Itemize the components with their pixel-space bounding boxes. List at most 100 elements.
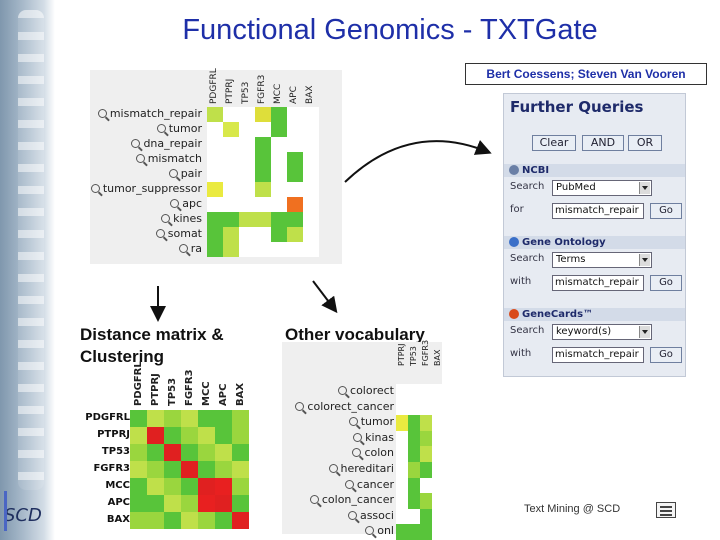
heatmap-cell: [396, 462, 408, 478]
search-icon[interactable]: [309, 495, 319, 505]
heatmap-cell: [303, 227, 319, 242]
heatmap-cell: [396, 508, 408, 525]
heatmap-cell: [255, 122, 271, 137]
heatmap-cell: [408, 462, 420, 478]
heatmap-cell: [303, 182, 319, 197]
search-icon[interactable]: [168, 169, 178, 178]
search-icon[interactable]: [348, 417, 358, 427]
chevron-down-icon[interactable]: [639, 326, 650, 338]
search-icon[interactable]: [170, 199, 180, 208]
search-icon[interactable]: [90, 184, 100, 193]
row-label-text: associ: [359, 508, 394, 522]
section-header: NCBI: [504, 164, 685, 177]
search-icon[interactable]: [156, 124, 166, 133]
matrix-cell: [181, 512, 198, 529]
search-icon[interactable]: [161, 214, 171, 223]
row-label[interactable]: dna_repair: [131, 137, 202, 150]
query-clear-button[interactable]: Clear: [532, 135, 576, 151]
row-label[interactable]: apc: [170, 197, 202, 210]
search-icon[interactable]: [353, 432, 363, 442]
query-and-button[interactable]: AND: [582, 135, 624, 151]
row-label[interactable]: onl: [365, 524, 394, 537]
heatmap-cell: [432, 462, 444, 478]
matrix-cell: [215, 410, 232, 427]
heatmap-cell: [408, 524, 420, 540]
heatmap-cell: [303, 107, 319, 122]
row-label[interactable]: somat: [155, 227, 202, 240]
query-input[interactable]: mismatch_repair: [552, 347, 644, 363]
row-label[interactable]: tumor: [348, 415, 394, 428]
search-icon[interactable]: [155, 229, 165, 238]
matrix-cell: [130, 512, 147, 529]
heatmap-cell: [287, 182, 303, 197]
search-select[interactable]: keyword(s): [552, 324, 652, 340]
heatmap-cell: [420, 415, 432, 431]
row-label-text: tumor_suppressor: [102, 182, 202, 195]
search-icon[interactable]: [338, 386, 348, 395]
heatmap-cell: [239, 137, 255, 152]
search-icon[interactable]: [135, 154, 145, 163]
search-icon[interactable]: [328, 464, 338, 473]
row-label[interactable]: cancer: [344, 478, 394, 491]
column-label: FGFR3: [421, 339, 430, 366]
row-label[interactable]: colorect_cancer: [295, 400, 394, 413]
heatmap-cell: [396, 399, 408, 416]
row-label[interactable]: hereditari: [328, 462, 394, 475]
row-label[interactable]: associ: [347, 508, 394, 522]
row-label-text: onl: [377, 524, 394, 538]
matrix-cell: [232, 478, 249, 495]
row-label[interactable]: kines: [161, 212, 202, 225]
heatmap-cell: [408, 399, 420, 416]
row-label[interactable]: tumor: [156, 122, 202, 135]
go-button[interactable]: Go: [650, 275, 682, 291]
search-icon[interactable]: [178, 244, 188, 253]
further-queries-title: Further Queries: [510, 98, 644, 116]
heatmap-cell: [420, 446, 432, 462]
heatmap-cell: [207, 212, 223, 227]
search-icon[interactable]: [131, 139, 141, 148]
go-button[interactable]: Go: [650, 347, 682, 363]
search-select[interactable]: Terms: [552, 252, 652, 268]
query-or-button[interactable]: OR: [628, 135, 662, 151]
heatmap-cell: [239, 122, 255, 137]
row-label[interactable]: pair: [168, 167, 202, 180]
query-input[interactable]: mismatch_repair: [552, 203, 644, 219]
matrix-cell: [198, 410, 215, 427]
search-icon[interactable]: [365, 526, 375, 536]
source-icon: [509, 309, 519, 319]
go-button[interactable]: Go: [650, 203, 682, 219]
row-label[interactable]: tumor_suppressor: [90, 182, 202, 195]
row-label[interactable]: colon_cancer: [309, 493, 394, 506]
row-label[interactable]: ra: [178, 242, 202, 255]
row-label[interactable]: mismatch: [135, 152, 202, 165]
search-icon[interactable]: [295, 401, 305, 411]
heatmap-cell: [432, 430, 444, 447]
search-icon[interactable]: [97, 109, 107, 118]
matrix-cell: [232, 495, 249, 512]
row-label[interactable]: colorect: [338, 384, 394, 397]
query-input[interactable]: mismatch_repair: [552, 275, 644, 291]
search-icon[interactable]: [352, 448, 362, 458]
heatmap-cell: [420, 493, 432, 509]
search-label: Search: [510, 253, 545, 264]
heatmap-cell: [396, 524, 408, 540]
heatmap-cell: [207, 167, 223, 182]
for-label: with: [510, 276, 532, 287]
heatmap-cell: [207, 137, 223, 152]
heatmap-cell: [271, 167, 287, 182]
heatmap-cell: [255, 152, 271, 167]
row-label[interactable]: mismatch_repair: [97, 107, 202, 120]
row-label[interactable]: colon: [352, 446, 394, 459]
search-select[interactable]: PubMed: [552, 180, 652, 196]
heatmap-cell: [408, 415, 420, 431]
search-icon[interactable]: [347, 510, 357, 520]
matrix-cell: [181, 444, 198, 461]
row-label[interactable]: kinas: [353, 431, 394, 444]
search-icon[interactable]: [344, 479, 354, 489]
heatmap-cell: [239, 167, 255, 182]
chevron-down-icon[interactable]: [639, 254, 650, 266]
column-label: FGFR3: [184, 369, 195, 406]
chevron-down-icon[interactable]: [639, 182, 650, 194]
matrix-cell: [181, 410, 198, 427]
row-label-text: hereditari: [340, 462, 394, 475]
